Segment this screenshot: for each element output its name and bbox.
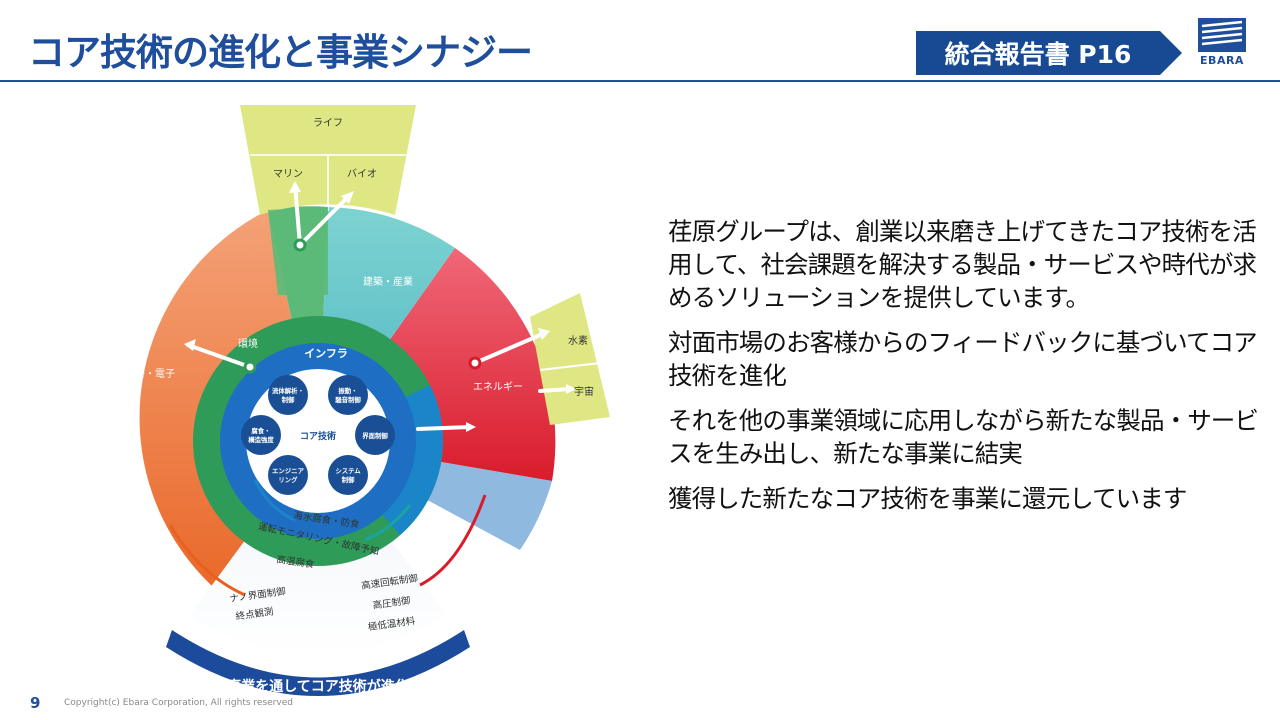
svg-text:界面制御: 界面制御 (362, 431, 388, 440)
label-space: 宇宙 (574, 385, 594, 398)
logo-text: EBARA (1200, 54, 1244, 67)
label-construction: 建築・産業 (363, 275, 413, 288)
svg-text:構造強度: 構造強度 (248, 435, 274, 444)
label-marine: マリン (273, 169, 303, 180)
description-item: それを他の事業領域に応用しながら新たな製品・サービスを生み出し、新たな事業に結実 (668, 406, 1259, 468)
svg-text:エンジニア: エンジニア (272, 467, 305, 475)
evolution-banner (166, 630, 470, 696)
description-list: 荏原グループは、創業以来磨き上げてきたコア技術を活用して、社会課題を解決する製品… (668, 215, 1259, 527)
label-energy: エネルギー (473, 381, 523, 393)
description-item: 対面市場のお客様からのフィードバックに基づいてコア技術を進化 (668, 328, 1258, 390)
svg-text:振動・: 振動・ (338, 386, 357, 395)
title-underline (0, 80, 1280, 82)
report-reference-tag[interactable]: 統合報告書 P16 (916, 31, 1160, 75)
label-infra: インフラ (304, 347, 348, 360)
label-hydrogen: 水素 (568, 334, 588, 347)
page-number: 9 (30, 694, 41, 712)
core-tech-nodes (241, 375, 395, 495)
svg-text:制御: 制御 (282, 395, 295, 404)
label-evolution-banner: 事業を通してコア技術が進化 (227, 678, 409, 695)
copyright-notice: Copyright(c) Ebara Corporation, All righ… (64, 698, 293, 708)
label-precision: 精密・電子 (125, 367, 175, 380)
label-core-tech: コア技術 (300, 430, 336, 442)
svg-text:騒音制御: 騒音制御 (334, 395, 361, 404)
svg-text:制御: 制御 (342, 475, 355, 484)
ebara-logo-icon (1198, 18, 1246, 52)
svg-text:高圧制御: 高圧制御 (372, 594, 411, 611)
svg-text:腐食・: 腐食・ (251, 426, 270, 435)
label-bio: バイオ (347, 168, 377, 180)
svg-text:終点観測: 終点観測 (235, 605, 274, 622)
svg-text:流体解析・: 流体解析・ (272, 386, 304, 395)
svg-text:システム: システム (335, 467, 361, 475)
svg-text:リング: リング (278, 475, 298, 484)
description-item: 荏原グループは、創業以来磨き上げてきたコア技術を活用して、社会課題を解決する製品… (668, 217, 1257, 312)
description-item: 獲得した新たなコア技術を事業に還元しています (668, 484, 1187, 513)
svg-text:高温腐食: 高温腐食 (276, 553, 316, 570)
label-environment: 環境 (238, 337, 258, 350)
core-technology-diagram: ライフ マリン バイオ 水素 宇宙 建築・産業 エネルギー 精密・電子 環境 イ… (125, 105, 610, 696)
page-title: コア技術の進化と事業シナジー (28, 31, 533, 74)
label-life: ライフ (313, 117, 343, 129)
report-reference-arrow-icon (1160, 31, 1182, 75)
